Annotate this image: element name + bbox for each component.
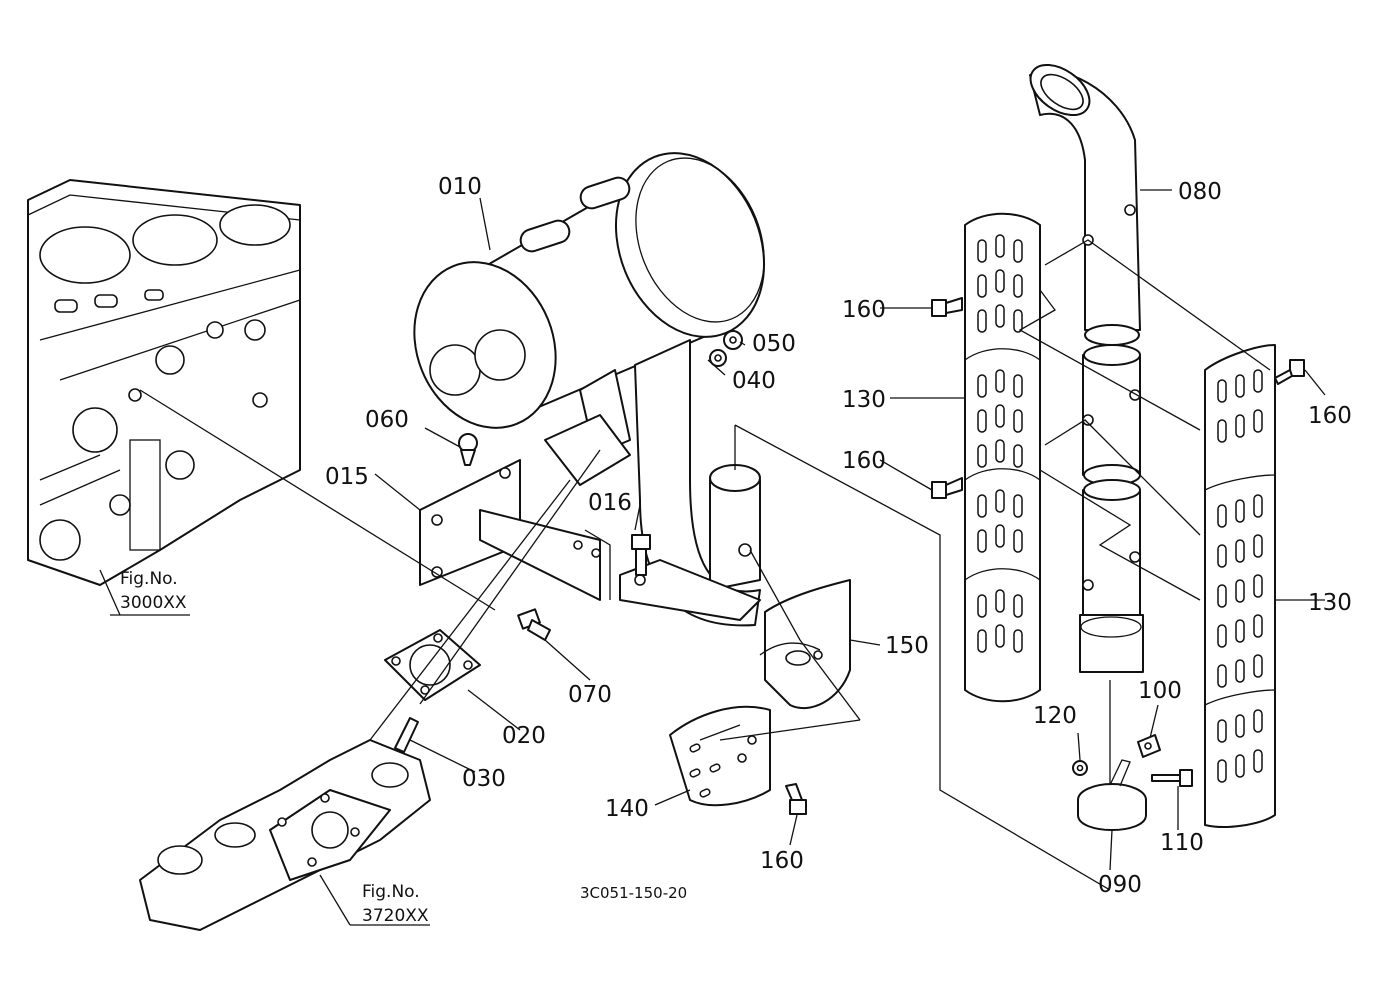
washer-040 bbox=[709, 349, 727, 367]
bolt-110 bbox=[1151, 769, 1193, 787]
callout-140: 140 bbox=[605, 796, 649, 822]
callout-016: 016 bbox=[588, 490, 632, 516]
callout-070: 070 bbox=[568, 682, 612, 708]
callout-050: 050 bbox=[752, 331, 796, 357]
callout-labels: 010 015 016 020 030 040 050 060 070 080 … bbox=[325, 174, 1352, 898]
figref-engine-label: Fig.No. bbox=[120, 569, 178, 589]
heat-guard-130-left bbox=[964, 212, 1041, 703]
figref-manifold-label: Fig.No. bbox=[362, 882, 420, 902]
heat-guard-140 bbox=[669, 705, 771, 807]
callout-010: 010 bbox=[438, 174, 482, 200]
callout-015: 015 bbox=[325, 464, 369, 490]
leader-lines bbox=[99, 189, 1326, 926]
callout-100: 100 bbox=[1138, 678, 1182, 704]
callout-120: 120 bbox=[1033, 703, 1077, 729]
callout-090: 090 bbox=[1098, 872, 1142, 898]
callout-060: 060 bbox=[365, 407, 409, 433]
callout-160-lower-left: 160 bbox=[842, 448, 886, 474]
engine-block bbox=[27, 179, 301, 586]
nut-050 bbox=[723, 330, 743, 350]
callout-160-bottom: 160 bbox=[760, 848, 804, 874]
plug-060 bbox=[458, 433, 478, 466]
figref-engine-number: 3000XX bbox=[120, 593, 187, 613]
bolt-160-right bbox=[1274, 359, 1305, 385]
callout-080: 080 bbox=[1178, 179, 1222, 205]
callout-030: 030 bbox=[462, 766, 506, 792]
figure-ref-manifold: Fig.No. 3720XX bbox=[362, 882, 429, 926]
drawing-code: 3C051-150-20 bbox=[580, 884, 687, 902]
muffler-010 bbox=[413, 152, 766, 486]
heat-guard-130-right bbox=[1204, 344, 1276, 828]
bolt-160-upper-left bbox=[931, 297, 963, 317]
heat-guard-150 bbox=[759, 579, 851, 710]
bolt-070 bbox=[517, 608, 551, 641]
callout-110: 110 bbox=[1160, 830, 1204, 856]
tail-pipe-080 bbox=[1029, 63, 1144, 673]
muffler-outlet-pipe bbox=[619, 339, 761, 627]
callout-130-left: 130 bbox=[842, 387, 886, 413]
figure-ref-engine: Fig.No. 3000XX bbox=[120, 569, 187, 613]
callout-160-upper-left: 160 bbox=[842, 297, 886, 323]
callout-150: 150 bbox=[885, 633, 929, 659]
callout-130-right: 130 bbox=[1308, 590, 1352, 616]
bolt-016 bbox=[631, 534, 651, 576]
nut-120 bbox=[1072, 760, 1088, 776]
figref-manifold-number: 3720XX bbox=[362, 906, 429, 926]
exhaust-manifold bbox=[139, 739, 431, 931]
bracket-015 bbox=[419, 459, 611, 601]
band-clamp-090 bbox=[1077, 759, 1147, 831]
stud-030 bbox=[394, 717, 419, 753]
callout-040: 040 bbox=[732, 368, 776, 394]
callout-020: 020 bbox=[502, 723, 546, 749]
bracket-100 bbox=[1137, 734, 1161, 758]
bolt-160-lower-left bbox=[931, 477, 963, 499]
bolt-160-bottom bbox=[785, 783, 807, 815]
callout-160-right: 160 bbox=[1308, 403, 1352, 429]
